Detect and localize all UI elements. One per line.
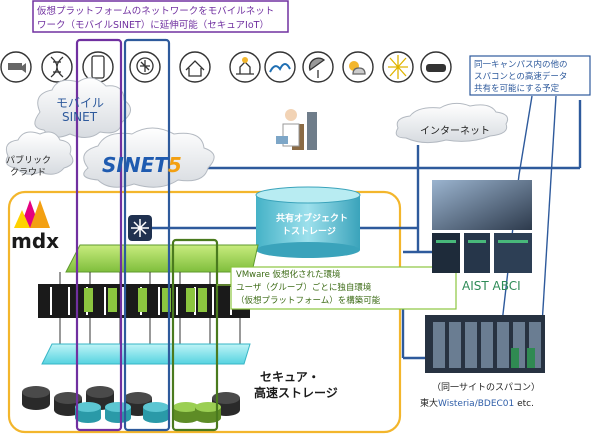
switch-arrows-icon — [131, 219, 149, 237]
header-line-2: ワーク（モバイルSINET）に延伸可能（セキュアIoT） — [37, 20, 269, 31]
vmware-note-line-3: （仮想プラットフォーム）を構築可能 — [236, 296, 381, 306]
public-cloud-line-2: クラウド — [10, 168, 47, 178]
same-site-line-1: （同一サイトのスパコン） — [432, 383, 541, 393]
campus-note-box — [469, 55, 591, 96]
storage-disks — [22, 386, 240, 423]
aist-rack-photo-2 — [464, 233, 490, 273]
mdx-logo-text: mdx — [11, 229, 60, 253]
sinet5-cloud-shape — [83, 127, 215, 188]
secure-storage-line-2: 高速ストレージ — [254, 386, 338, 400]
internet-cloud-shape — [395, 102, 509, 144]
object-storage-line-2: トストレージ — [282, 227, 336, 237]
mobile-sinet-line-1: モバイル — [56, 96, 105, 110]
object-storage-line-1: 共有オブジェクト — [276, 214, 349, 224]
mobile-sinet-line-2: SINET — [62, 110, 98, 124]
header-box — [32, 0, 289, 33]
sinet5-logo-prefix: SINET — [102, 153, 168, 177]
tenant-frame-blue — [123, 38, 171, 432]
compute-node-racks — [38, 284, 250, 318]
wisteria-link-text: Wisteria/BDEC01 — [438, 399, 515, 409]
internet-label: インターネット — [420, 126, 490, 137]
object-storage-cylinder — [255, 186, 361, 258]
public-cloud-shape — [5, 131, 74, 175]
iot-icon-row — [0, 51, 452, 83]
researcher-illustration — [276, 109, 317, 150]
campus-note-line-3: 共有を可能にする予定 — [474, 84, 560, 94]
aist-building-photo — [432, 180, 532, 230]
storage-layer — [41, 343, 251, 365]
house-icon — [179, 51, 211, 83]
aist-abci-label: AIST ABCI — [462, 279, 521, 293]
aist-rack-photo-1 — [432, 233, 460, 273]
mdx-logo-mark — [14, 200, 50, 228]
sinet5-logo-suffix: 5 — [167, 153, 182, 177]
campus-note-line-1: 同一キャンパス内の他の — [474, 60, 568, 70]
mdx-frame — [7, 190, 402, 434]
virtualization-layer-top — [65, 244, 259, 273]
secure-storage-line-1: セキュア・ — [260, 370, 320, 384]
same-site-prefix: 東大 — [420, 399, 439, 409]
tenant-frame-green — [171, 238, 219, 432]
vmware-note-line-2: ユーザ（グループ）ごとに独自環境 — [236, 283, 372, 293]
sinet5-logo: SINET5 — [102, 153, 182, 177]
same-site-suffix: etc. — [514, 399, 534, 409]
network-backbone — [150, 100, 582, 360]
campus-note-line-2: スパコンとの高速データ — [474, 72, 568, 82]
campus-link-line — [539, 95, 557, 359]
icon-glyphs — [8, 55, 446, 79]
vmware-note-box — [230, 266, 457, 310]
campus-note-pointer — [499, 95, 533, 341]
aist-rack-photo-3 — [494, 233, 532, 273]
header-line-1: 仮想プラットフォームのネットワークをモバイルネット — [37, 6, 275, 17]
public-cloud-line-1: パブリック — [6, 156, 52, 166]
farm-icon — [229, 51, 261, 83]
vmware-note-line-1: VMware 仮想化された環境 — [236, 270, 341, 280]
same-site-line-2: 東大Wisteria/BDEC01 etc. — [420, 396, 534, 409]
tenant-frame-purple — [75, 38, 123, 432]
satellite-dish-icon — [302, 51, 334, 83]
